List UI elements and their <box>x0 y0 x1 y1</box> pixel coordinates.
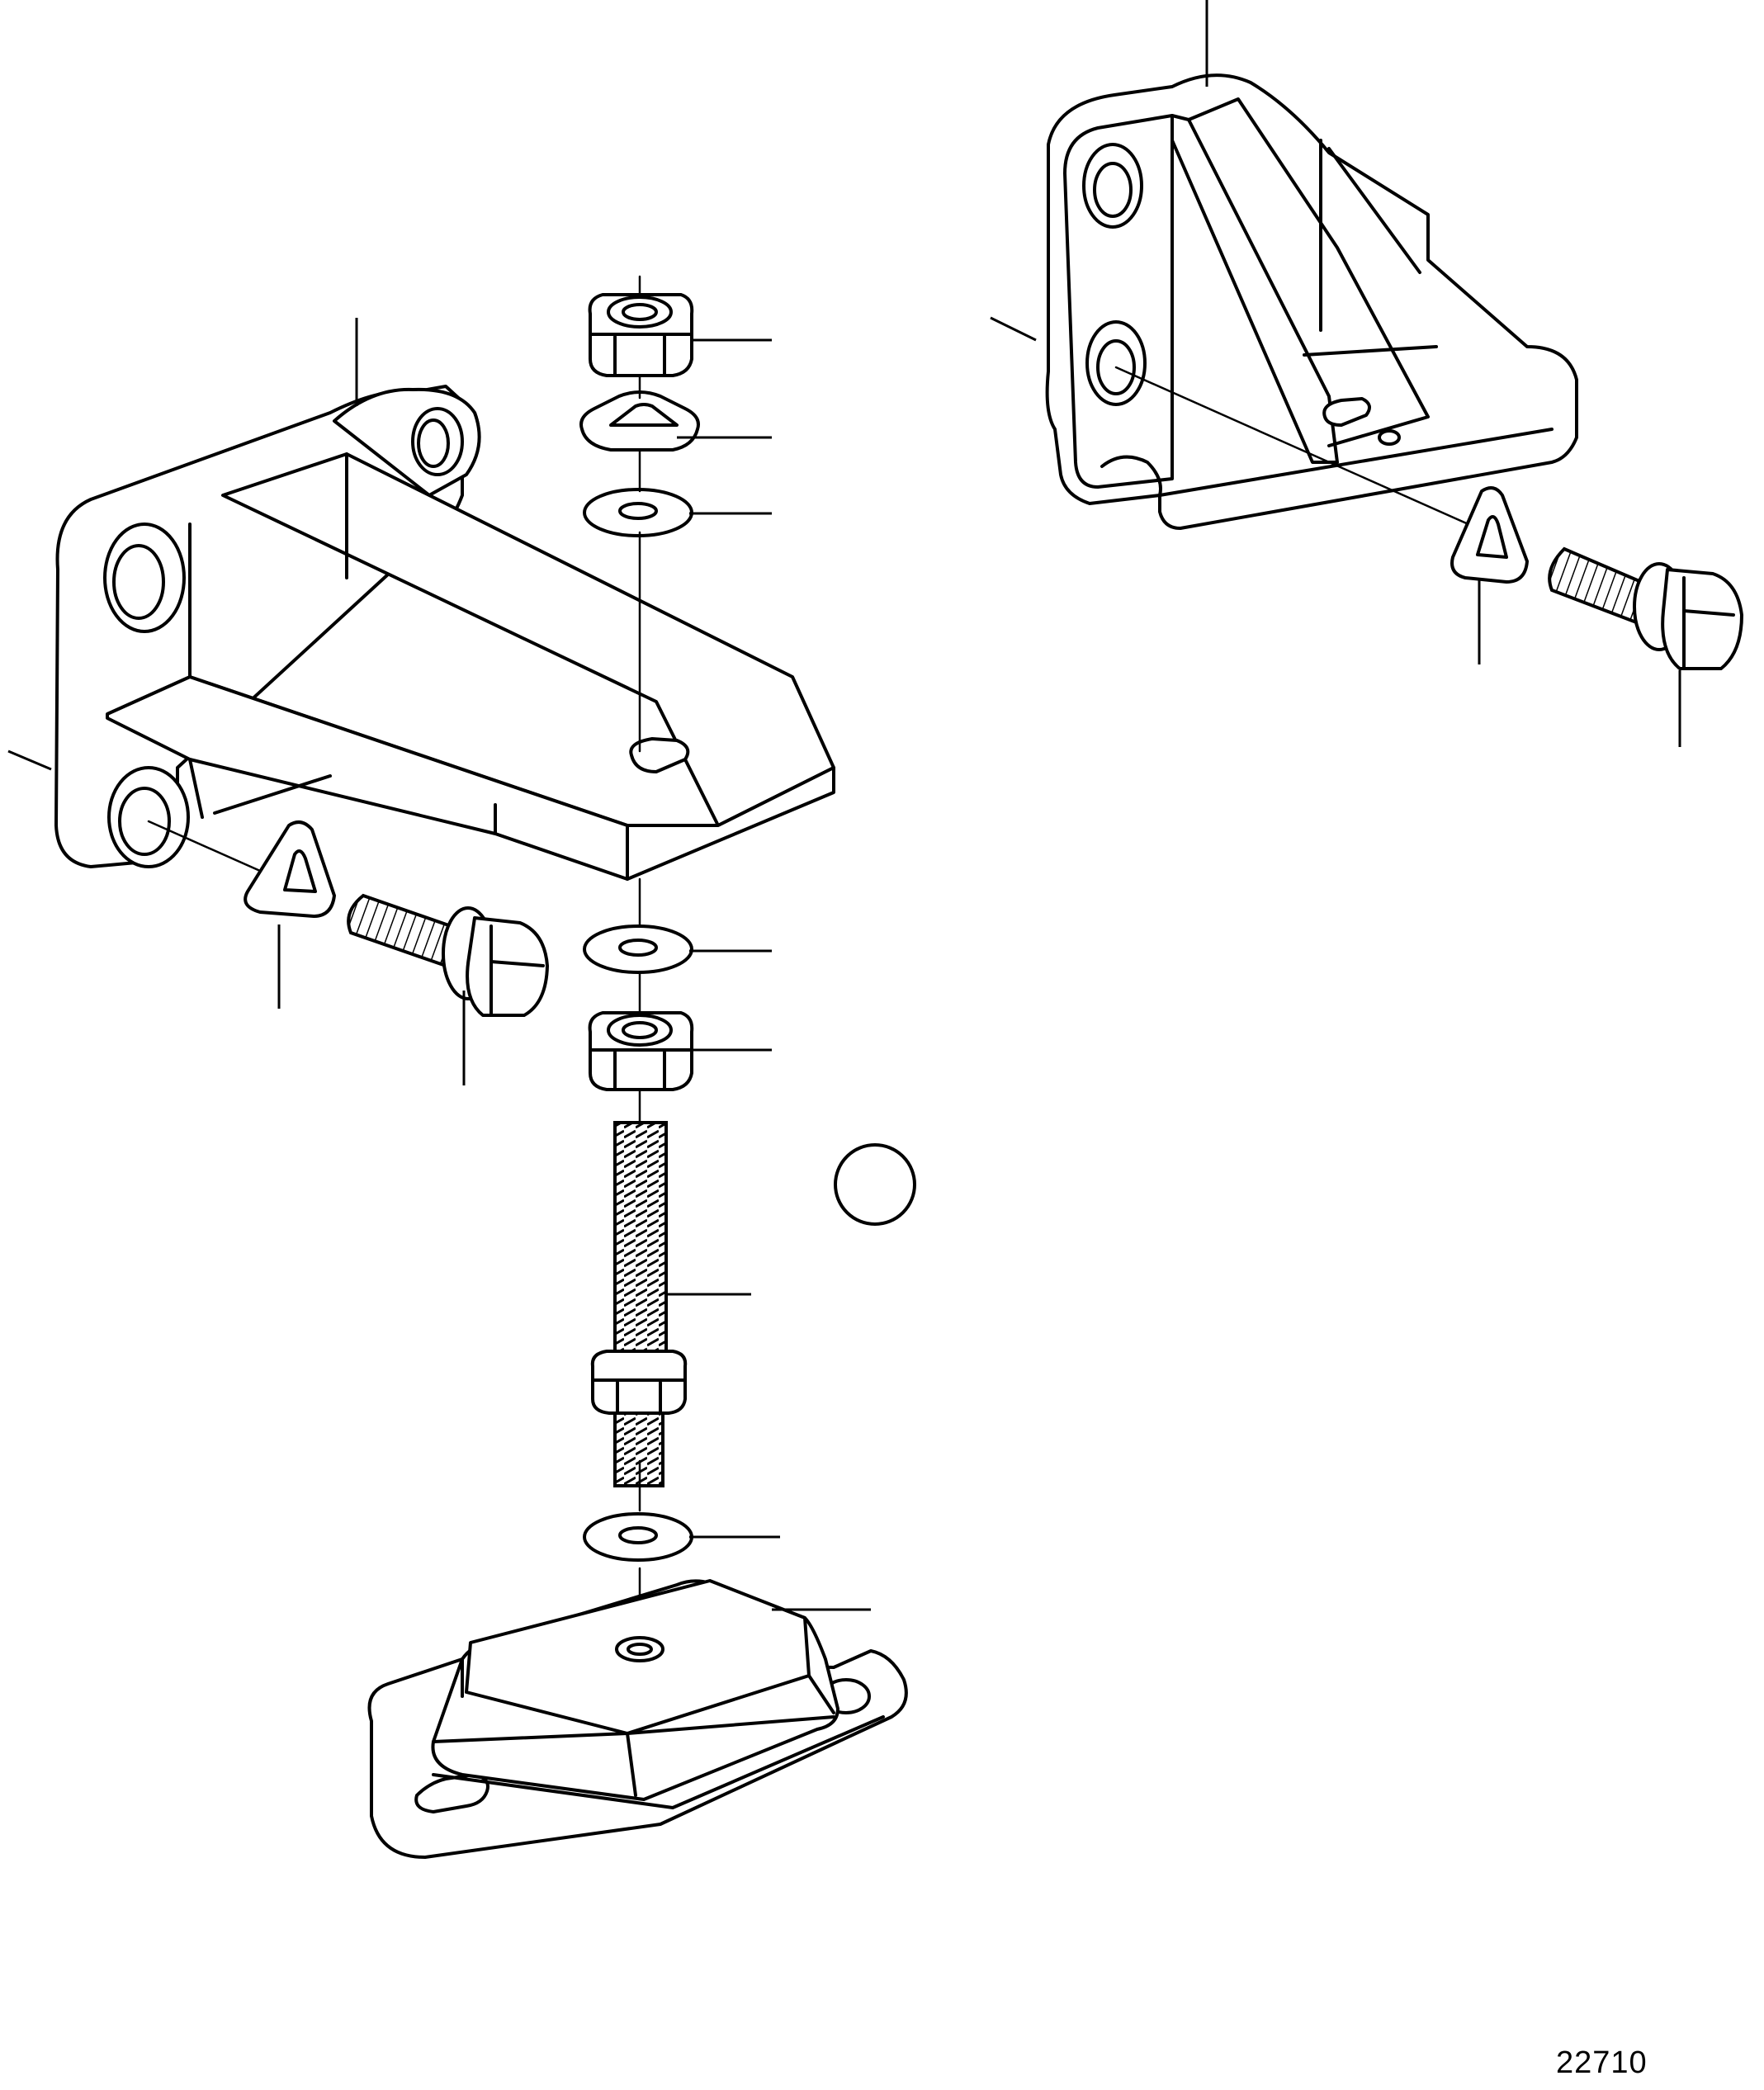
top-nut <box>588 293 694 377</box>
front-engine-bracket <box>54 385 835 881</box>
rear-engine-bracket <box>1045 73 1578 530</box>
leader-lines <box>7 0 1681 1611</box>
flat-washer-top <box>583 488 693 537</box>
flat-washer-bottom <box>583 1512 693 1562</box>
lower-nut <box>588 1011 694 1091</box>
rear-bracket-bolt <box>1114 366 1743 670</box>
figure-number: 22710 <box>1556 2045 1648 2080</box>
rubber-mount <box>367 1579 908 1859</box>
front-bracket-bolt <box>147 820 549 1017</box>
reference-circle <box>834 1143 916 1226</box>
conical-washer-top <box>579 390 700 452</box>
flat-washer-middle <box>583 924 693 974</box>
threaded-stud <box>590 1121 688 1487</box>
